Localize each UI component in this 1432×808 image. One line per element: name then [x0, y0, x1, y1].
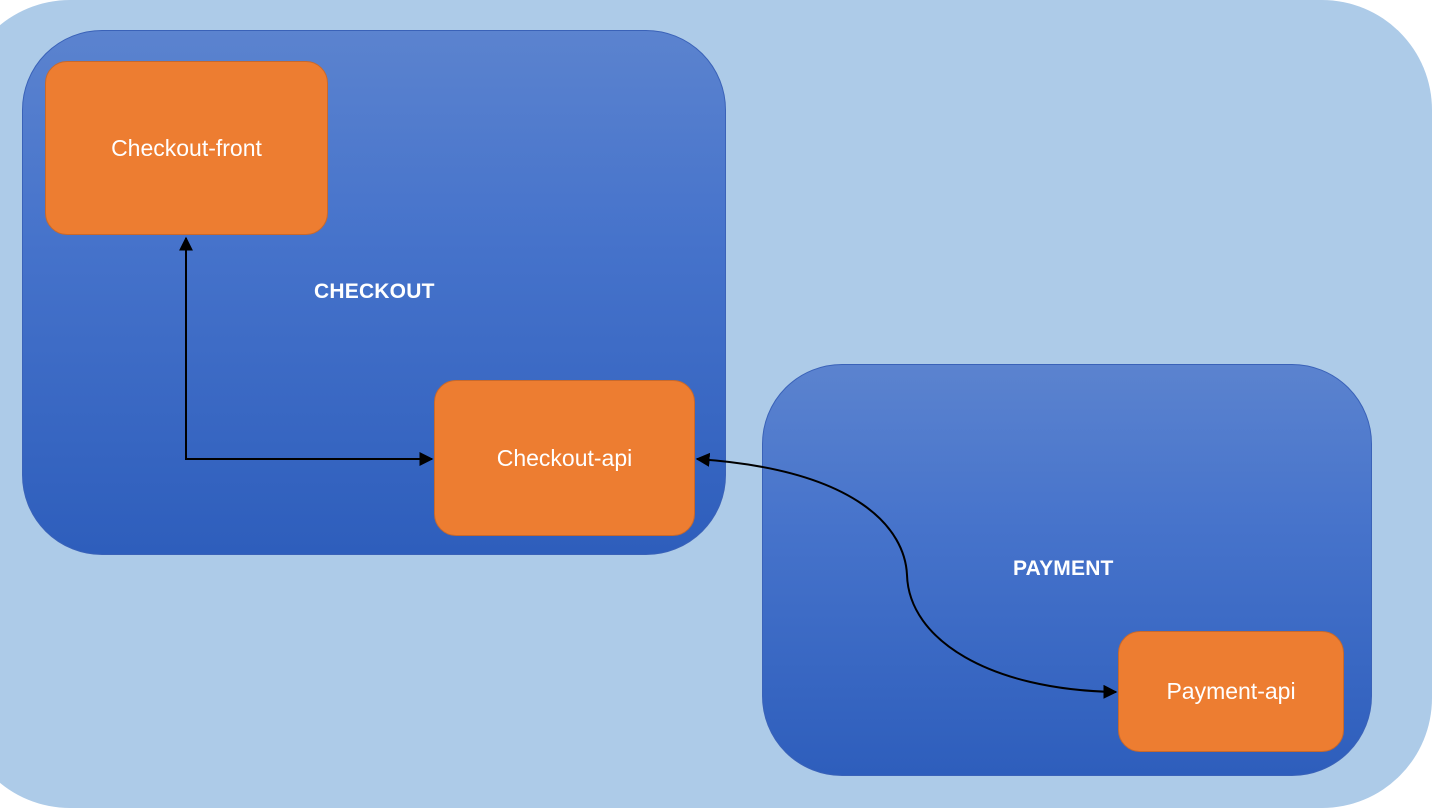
checkout-front-service: Checkout-front: [45, 61, 328, 235]
checkout-api-service: Checkout-api: [434, 380, 695, 536]
checkout-domain-label: CHECKOUT: [314, 280, 435, 303]
checkout-api-label: Checkout-api: [496, 444, 633, 471]
checkout-front-label: Checkout-front: [111, 134, 262, 161]
payment-api-service: Payment-api: [1118, 631, 1344, 752]
payment-domain-label: PAYMENT: [1013, 557, 1114, 580]
payment-api-label: Payment-api: [1166, 678, 1296, 704]
